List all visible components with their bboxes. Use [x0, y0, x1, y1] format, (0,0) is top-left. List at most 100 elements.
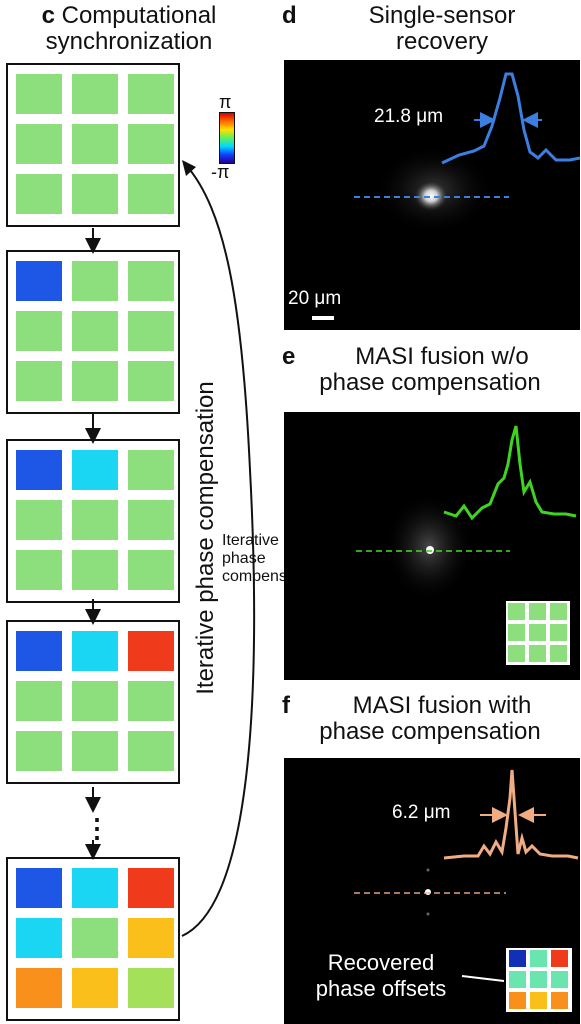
panel-d-title: d Single-sensor recovery	[280, 3, 580, 55]
panel-c-letter: c	[41, 2, 55, 29]
phase-cell	[128, 731, 174, 771]
iterative-loop-arrow	[181, 164, 256, 937]
loop-label-rotated: Iterative phase compensation	[192, 381, 219, 695]
phase-cell	[128, 124, 174, 164]
panel-f-image: 6.2 μm Recovered phase offsets	[284, 758, 580, 1024]
phase-cell	[128, 361, 174, 401]
phase-grid-step-5	[6, 857, 180, 1021]
colorbar-top-label: π	[219, 92, 232, 112]
psf-spot	[413, 180, 449, 212]
inset-cell	[509, 971, 526, 988]
inset-grid-f	[506, 948, 572, 1012]
inset-cell	[550, 645, 567, 662]
ellipsis: ⋮	[84, 813, 110, 843]
panel-c-title-line1: Computational	[61, 2, 217, 29]
inset-cell	[551, 992, 568, 1009]
scalebar-label-d: 20 μm	[288, 288, 342, 309]
phase-cell	[128, 631, 174, 671]
inset-cell	[508, 624, 525, 641]
phase-cell	[72, 918, 118, 958]
inset-cell	[508, 603, 525, 620]
phase-cell	[128, 681, 174, 721]
phase-grid-step-4	[6, 620, 180, 784]
panel-d-image: 21.8 μm 20 μm	[284, 60, 580, 330]
panel-e-letter: e	[282, 343, 296, 370]
phase-cell	[72, 124, 118, 164]
loop-arrowhead	[182, 160, 196, 176]
colorbar-bottom-label: -π	[211, 162, 230, 182]
phase-cell	[16, 968, 62, 1008]
phase-cell	[16, 261, 62, 301]
phase-cell	[72, 74, 118, 114]
panel-f-title-line2: phase compensation	[319, 718, 541, 745]
phase-cell	[128, 918, 174, 958]
panel-d-overlay	[312, 72, 580, 320]
phase-cell	[72, 731, 118, 771]
phase-cell	[16, 74, 62, 114]
panel-f-letter: f	[282, 692, 290, 719]
inset-cell	[509, 950, 526, 967]
panel-f-overlay	[354, 769, 579, 1012]
phase-cell	[128, 174, 174, 214]
phase-cell	[72, 361, 118, 401]
phase-cell	[72, 500, 118, 540]
phase-cell	[16, 311, 62, 351]
panel-e-title: e MASI fusion w/o phase compensation	[280, 344, 580, 396]
phase-cell	[72, 261, 118, 301]
phase-cell	[16, 124, 62, 164]
inset-cell	[529, 624, 546, 641]
fwhm-label-d: 21.8 μm	[374, 106, 444, 127]
inset-pointer-line	[461, 975, 505, 982]
panel-e-image	[284, 412, 580, 680]
phase-cell	[128, 968, 174, 1008]
phase-cell	[72, 450, 118, 490]
panel-c: c Computational synchronization ⋮ π -π I…	[0, 0, 322, 1024]
phase-cell	[16, 550, 62, 590]
phase-cell	[72, 174, 118, 214]
panel-e-overlay	[356, 425, 577, 665]
phase-cell	[16, 631, 62, 671]
inset-cell	[530, 992, 547, 1009]
panel-e-title-line1: MASI fusion w/o	[355, 343, 529, 370]
intensity-profile-d	[441, 72, 580, 165]
intensity-profile-f	[443, 769, 579, 860]
panel-c-title-line2: synchronization	[45, 28, 213, 55]
inset-label-f: Recovered phase offsets	[296, 950, 466, 1002]
phase-grid-step-2	[6, 250, 180, 414]
fwhm-label-f: 6.2 μm	[392, 802, 451, 823]
panel-f-title: f MASI fusion with phase compensation	[280, 693, 580, 745]
panel-e-title-line2: phase compensation	[319, 369, 541, 396]
inset-cell	[509, 992, 526, 1009]
phase-cell	[16, 174, 62, 214]
phase-cell	[16, 731, 62, 771]
inset-label-line1: Recovered	[327, 950, 435, 975]
inset-cell	[551, 950, 568, 967]
phase-grid-step-1	[6, 63, 180, 227]
phase-cell	[128, 550, 174, 590]
psf-sidelobe	[426, 912, 430, 916]
panel-d-letter: d	[282, 2, 297, 29]
inset-cell	[530, 950, 547, 967]
inset-cell	[530, 971, 547, 988]
phase-cell	[128, 868, 174, 908]
inset-grid-e	[506, 601, 570, 665]
panel-d-title-line1: Single-sensor	[368, 2, 516, 29]
phase-cell	[128, 450, 174, 490]
phase-cell	[16, 918, 62, 958]
phase-grid-step-3	[6, 439, 180, 603]
phase-cell	[72, 968, 118, 1008]
inset-cell	[550, 624, 567, 641]
inset-cell	[508, 645, 525, 662]
inset-cell	[529, 645, 546, 662]
phase-colorbar	[219, 112, 235, 164]
panel-d-title-line2: recovery	[395, 28, 489, 55]
phase-cell	[16, 868, 62, 908]
inset-label-line2: phase offsets	[315, 976, 447, 1001]
phase-cell	[16, 681, 62, 721]
phase-cell	[128, 500, 174, 540]
panel-c-title: c Computational synchronization	[4, 3, 254, 55]
psf-sidelobe	[426, 868, 430, 872]
phase-cell	[128, 311, 174, 351]
grid-connectors	[85, 160, 256, 937]
phase-cell	[72, 311, 118, 351]
